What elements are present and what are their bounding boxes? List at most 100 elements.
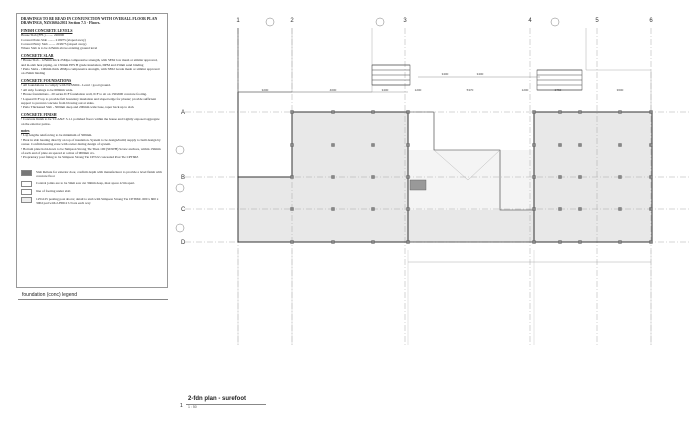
deck-outline-left: [237, 28, 292, 93]
deck-outline-right: [585, 28, 652, 112]
legend-item: line of footing under slab: [21, 188, 163, 195]
note-line: • House Slab - 125mm thick 25Mpa compres…: [21, 58, 158, 67]
post-pad: [331, 207, 335, 211]
grid-label-row: D: [181, 240, 186, 246]
legend-item: Slab Rebate for exterior door, confirm d…: [21, 169, 163, 179]
note-line: • Lap lengths reinforcing to be minimum …: [21, 133, 93, 138]
stair: [536, 69, 583, 91]
post-pad: [290, 207, 294, 211]
note-line: • Concrete finish to be 'CCANZ' 3.1.1 po…: [21, 117, 160, 126]
view-title-underline: [186, 404, 266, 405]
post-pad: [618, 175, 622, 179]
dimension-label: 3400: [382, 88, 389, 92]
post-pad: [331, 240, 335, 244]
section-marker-icon: [175, 145, 185, 155]
post-pad: [290, 110, 294, 114]
post-pad: [406, 175, 410, 179]
notes-heading: CONCRETE FOUNDATIONS: [21, 78, 72, 83]
post-pad: [578, 207, 582, 211]
slab-middle: [408, 150, 534, 210]
post-pad: [290, 175, 294, 179]
grid-label-row: A: [181, 110, 185, 116]
post-pad: [618, 143, 622, 147]
note-line: Covered Entry Slab ........ 219975 (slop…: [21, 42, 87, 47]
section-marker-icon: [175, 183, 185, 193]
post-pad: [618, 110, 622, 114]
post-pad: [558, 207, 562, 211]
post-pad: [558, 143, 562, 147]
section-marker-icon: [550, 17, 560, 27]
view-number: 1: [180, 403, 183, 409]
foundation-wall-middle: [408, 111, 534, 211]
post-pad: [578, 143, 582, 147]
note-line: Where Slab is to be 225mm above existing…: [21, 46, 98, 51]
notes-heading: CONCRETE SLAB: [21, 53, 54, 58]
post-pad: [371, 110, 375, 114]
section-marker-icon: [265, 17, 275, 27]
post-pad: [578, 175, 582, 179]
post-pad: [290, 143, 294, 147]
notes-heading: FINISH CONCRETE LEVELS: [21, 28, 73, 33]
post-pad: [532, 207, 536, 211]
legend-divider: [18, 299, 168, 300]
note-line: • Heat in slab heating directly on top o…: [21, 137, 161, 147]
legend-item: Control joints are to be 5mm saw cut 30m…: [21, 180, 163, 187]
note-line: • Proprietary post fixing to be Simpson …: [21, 155, 139, 160]
legend-text: Slab Rebate for exterior door, confirm d…: [36, 169, 162, 179]
dimension-label: 4000: [330, 88, 337, 92]
post-pad: [649, 143, 653, 147]
post-pad: [406, 240, 410, 244]
post-pad: [578, 240, 582, 244]
post-pad: [618, 240, 622, 244]
post-pad: [649, 207, 653, 211]
note-line: • Lapseal ICF top to provide full bounda…: [21, 96, 157, 105]
view-title: 2-fdn plan - surefoot: [188, 396, 246, 402]
note-line: • House foundations - 20 series ICF foun…: [21, 92, 147, 97]
stair: [371, 64, 411, 86]
grid-label-column: 2: [290, 18, 294, 24]
post-pad: [532, 240, 536, 244]
notes-heading: notes: [21, 128, 30, 133]
grid-label-column: 5: [595, 18, 599, 24]
post-pad: [371, 175, 375, 179]
grid-label-column: 1: [236, 18, 240, 24]
post-pad: [406, 207, 410, 211]
dimension-label: 3200: [262, 88, 269, 92]
section-marker-icon: [175, 223, 185, 233]
legend-swatch: [21, 188, 32, 195]
post-pad: [578, 110, 582, 114]
post-pad: [371, 143, 375, 147]
post-pad: [331, 110, 335, 114]
note-line: • Patio Thickened Slab - 300mm deep and …: [21, 105, 135, 110]
note-line: House Slab (FFL) ........ 220000: [21, 33, 65, 38]
dimension-label: 2750: [555, 88, 562, 92]
notes-title: DRAWINGS TO BE READ IN CONJUNCTION WITH …: [21, 17, 158, 26]
slab-middle-lower: [408, 210, 534, 242]
post-pad: [649, 175, 653, 179]
post-pad: [290, 240, 294, 244]
post-pad: [649, 240, 653, 244]
note-line: Covered Patio Slab ........ 219975 (slop…: [21, 37, 86, 42]
note-line: • All strip footings to be 600mm wide.: [21, 87, 74, 92]
notes-heading: CONCRETE FINISH: [21, 112, 57, 117]
ramp-line: [433, 149, 469, 181]
post-pad: [532, 143, 536, 147]
grid-label-row: C: [181, 207, 186, 213]
post-pad: [649, 110, 653, 114]
dimension-label: 1200: [522, 88, 529, 92]
legend-label: foundation (conc) legend: [22, 292, 78, 298]
grid-label-row: B: [181, 175, 185, 181]
post-pad: [331, 175, 335, 179]
post-pad: [558, 240, 562, 244]
note-line: • All foundations to comply with NZS3604…: [21, 83, 111, 88]
post-pad: [532, 175, 536, 179]
dimension-label: 3600: [617, 88, 624, 92]
post-pad: [558, 110, 562, 114]
general-notes-panel: DRAWINGS TO BE READ IN CONJUNCTION WITH …: [16, 13, 168, 288]
dimension-label: 3400: [477, 72, 484, 76]
legend-swatch: [21, 196, 32, 203]
legend-text: Control joints are to be 5mm saw cut 30m…: [36, 180, 136, 185]
section-marker-icon: [375, 17, 385, 27]
dimension-label: 1200: [415, 88, 422, 92]
